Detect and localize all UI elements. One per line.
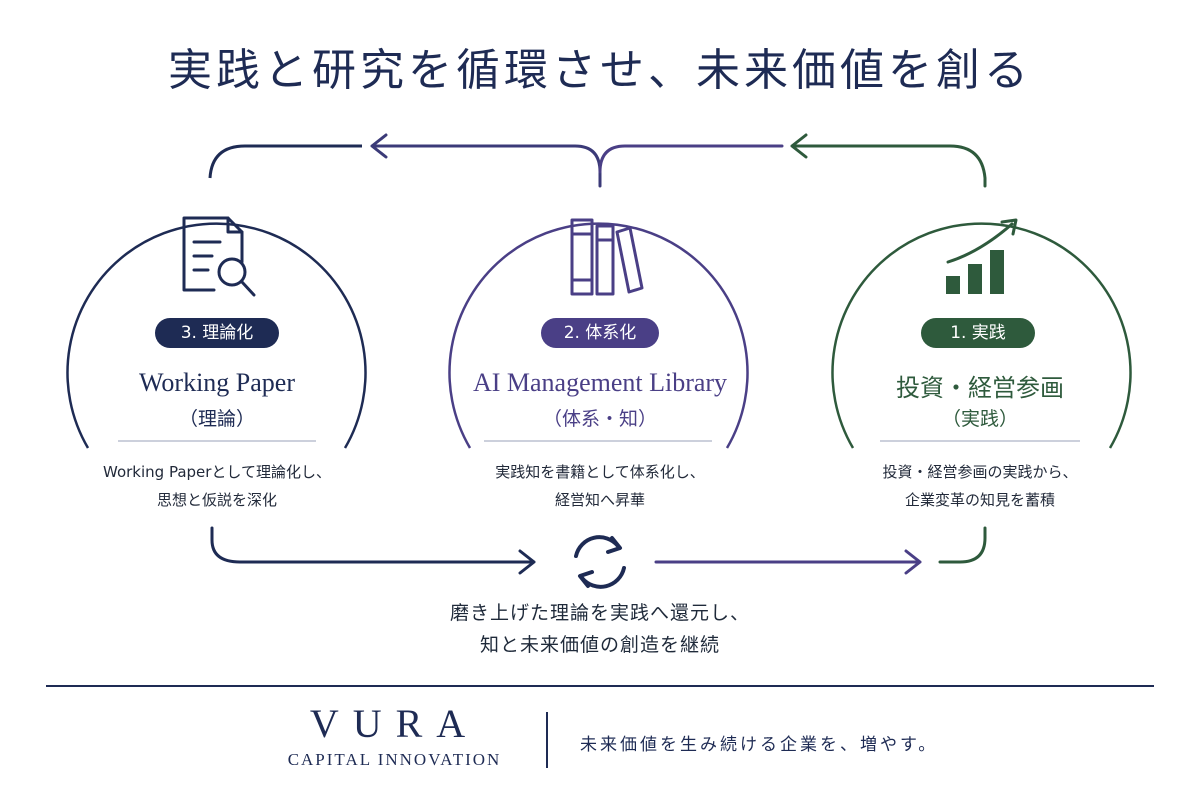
bottom-connector-green: [938, 526, 987, 564]
footer-vertical-divider: [546, 712, 548, 768]
cycle-icon: [574, 535, 626, 589]
theory-title: Working Paper: [138, 368, 296, 397]
bottom-arrow-left: [210, 526, 536, 575]
system-desc-line1: 実践知を書籍として体系化し、: [495, 463, 705, 481]
theory-circle-arc: [66, 222, 367, 449]
bottom-arrow-right: [654, 549, 922, 575]
brand-subtitle: Capital Innovation: [287, 750, 502, 769]
system-title: AI Management Library: [472, 368, 728, 397]
books-icon: [570, 218, 644, 296]
practice-title: 投資・経営参画: [896, 374, 1064, 402]
practice-description: 投資・経営参画の実践から、 企業変革の知見を蓄積: [825, 458, 1135, 514]
top-arrow-right: [598, 144, 784, 174]
center-line2: 知と未来価値の創造を継続: [479, 634, 720, 656]
system-subtitle: （体系・知）: [542, 408, 657, 430]
theory-badge: 3. 理論化: [155, 318, 279, 348]
footer-divider-line: [46, 685, 1154, 687]
practice-desc-line2: 企業変革の知見を蓄積: [904, 491, 1055, 509]
brand-logo: VURA: [309, 701, 480, 746]
practice-subtitle: （実践）: [941, 408, 1018, 430]
practice-badge: 1. 実践: [921, 318, 1035, 348]
page-title: 実践と研究を循環させ、未来価値を創る: [168, 45, 1032, 96]
document-search-icon: [182, 216, 256, 297]
practice-circle-arc: [831, 222, 1132, 449]
center-line1: 磨き上げた理論を実践へ還元し、: [449, 602, 750, 624]
tagline: 未来価値を生み続ける企業を、増やす。: [580, 735, 939, 755]
top-arrow-left: [370, 133, 602, 188]
cycle-diagram: [66, 133, 1132, 589]
system-desc-line2: 経営知へ昇華: [554, 491, 645, 509]
system-description: 実践知を書籍として体系化し、 経営知へ昇華: [445, 458, 755, 514]
theory-description: Working Paperとして理論化し、 思想と仮説を深化: [62, 458, 372, 514]
theory-desc-line1: Working Paperとして理論化し、: [103, 463, 331, 481]
system-badge: 2. 体系化: [541, 318, 659, 348]
theory-desc-line2: 思想と仮説を深化: [156, 491, 277, 509]
top-arrow-green: [790, 133, 987, 188]
growth-chart-icon: [946, 218, 1018, 294]
system-circle-arc: [448, 222, 749, 449]
practice-desc-line1: 投資・経営参画の実践から、: [882, 463, 1078, 481]
top-connector-left: [208, 144, 362, 179]
theory-subtitle: （理論）: [178, 408, 255, 430]
